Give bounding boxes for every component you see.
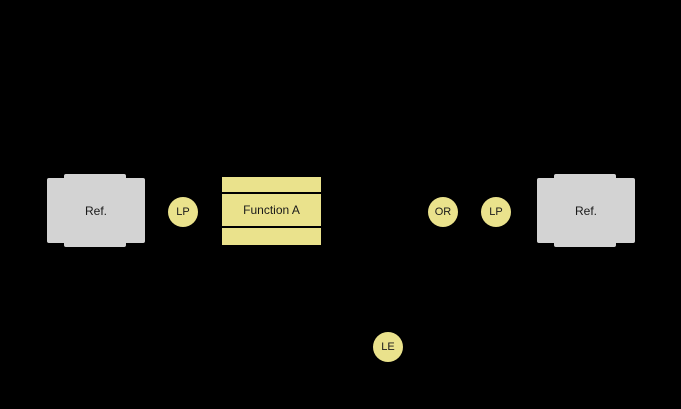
loop-exit-node[interactable]: LE [373,332,403,362]
loop-node-right[interactable]: LP [481,197,511,227]
loop-exit-node-label: LE [381,341,395,353]
function-label: Function A [222,194,321,226]
function-top-compartment [222,177,321,192]
reference-block-label: Ref. [84,203,107,218]
or-node[interactable]: OR [428,197,458,227]
reference-block-body [47,178,145,243]
reference-block-left[interactable]: Ref. [47,174,145,247]
loop-node-left[interactable]: LP [168,197,198,227]
function-bottom-compartment [222,228,321,245]
reference-block-right[interactable]: Ref. [537,174,635,247]
loop-node-label: LP [489,206,503,218]
function-block[interactable]: Function A [222,177,321,245]
reference-block-body [537,178,635,243]
reference-block-label: Ref. [574,203,597,218]
loop-node-label: LP [176,206,190,218]
or-node-label: OR [434,206,452,218]
